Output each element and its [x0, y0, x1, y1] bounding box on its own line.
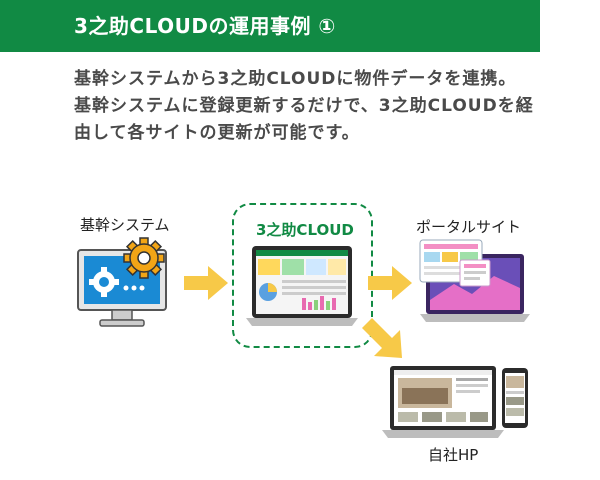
cloud-laptop-icon: [246, 246, 358, 326]
portal-laptop-icon: [419, 239, 530, 322]
company-hp-laptop-icon: [382, 366, 528, 438]
cloud-dashed-box: [232, 203, 373, 348]
company-hp-label: 自社HP: [428, 446, 479, 464]
monitor-gear-icon: [77, 237, 167, 327]
page-title: 3之助CLOUDの運用事例 ①: [74, 14, 336, 38]
arrow-down-right-icon: [362, 318, 402, 358]
arrow-right-icon: [184, 266, 228, 300]
portal-site-label: ポータルサイト: [416, 218, 522, 236]
arrow-right-icon: [368, 266, 412, 300]
kikan-system-label: 基幹システム: [80, 216, 170, 234]
description-text: 基幹システムから3之助CLOUDに物件データを連携。基幹システムに登録更新するだ…: [74, 69, 534, 143]
cloud-label: 3之助CLOUD: [256, 221, 354, 239]
page-header: 3之助CLOUDの運用事例 ①: [0, 0, 540, 52]
